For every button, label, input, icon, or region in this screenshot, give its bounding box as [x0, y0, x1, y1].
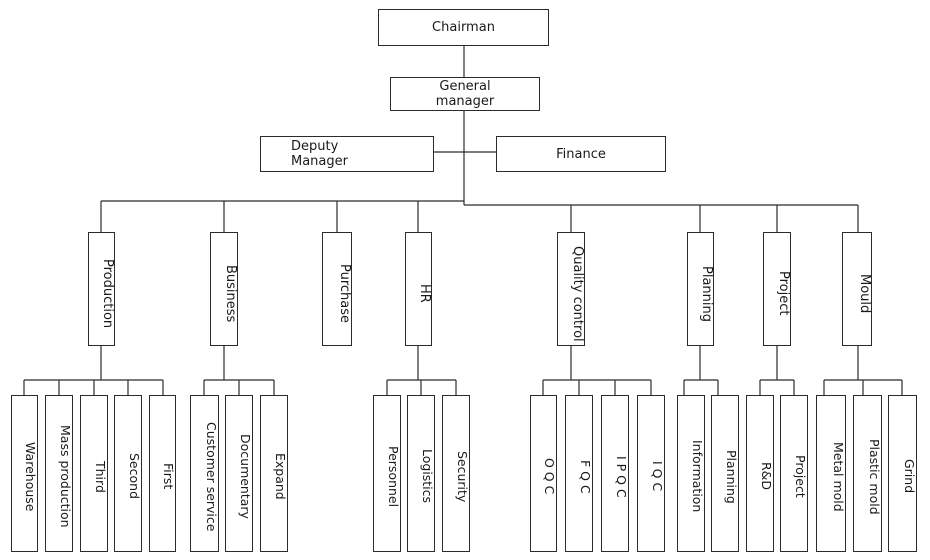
unit-security-label: Security: [455, 450, 470, 503]
unit-grind-label: Grind: [902, 459, 917, 494]
unit-planning-label: Planning: [724, 449, 739, 504]
unit-documentary-label: Documentary: [238, 434, 253, 519]
dept-purchase-label: Purchase: [337, 263, 352, 324]
unit-ipqc: I P Q C: [601, 395, 629, 552]
dept-quality-control-label: Quality control: [570, 245, 585, 342]
unit-ipqc-label: I P Q C: [614, 455, 629, 498]
unit-project: Project: [780, 395, 808, 552]
dept-production-label: Production: [100, 258, 115, 329]
unit-third-label: Third: [93, 460, 108, 493]
chairman-label: Chairman: [432, 20, 495, 35]
unit-documentary: Documentary: [225, 395, 253, 552]
dept-hr: HR: [405, 232, 432, 346]
dept-project-label: Project: [776, 271, 791, 316]
unit-mass-production: Mass production: [45, 395, 73, 552]
unit-logistics: Logistics: [407, 395, 435, 552]
dept-mould-label: Mould: [857, 273, 872, 314]
unit-personnel: Personnel: [373, 395, 401, 552]
dept-production: Production: [88, 232, 115, 346]
dept-business: Business: [210, 232, 238, 346]
unit-project-label: Project: [793, 455, 808, 498]
dept-project: Project: [763, 232, 791, 346]
unit-warehouse-label: Warehouse: [23, 441, 38, 512]
unit-security: Security: [442, 395, 470, 552]
unit-customer-service: Customer service: [190, 395, 219, 552]
unit-expand: Expand: [260, 395, 288, 552]
unit-first: First: [149, 395, 176, 552]
unit-metal-mold: Metal mold: [816, 395, 846, 552]
unit-second-label: Second: [127, 453, 142, 500]
dept-purchase: Purchase: [322, 232, 352, 346]
unit-plastic-mold: Plastic mold: [853, 395, 882, 552]
unit-metal-mold-label: Metal mold: [831, 441, 846, 512]
unit-rd-label: R&D: [759, 462, 774, 491]
finance-label: Finance: [556, 146, 606, 162]
unit-warehouse: Warehouse: [11, 395, 38, 552]
unit-planning: Planning: [711, 395, 739, 552]
unit-iqc-label: I Q C: [650, 461, 665, 492]
unit-expand-label: Expand: [273, 453, 288, 500]
general-manager-box: General manager: [390, 77, 540, 111]
unit-grind: Grind: [888, 395, 917, 552]
unit-second: Second: [114, 395, 142, 552]
dept-business-label: Business: [223, 264, 238, 323]
unit-oqc: O Q C: [530, 395, 557, 552]
deputy-manager-label: Deputy Manager: [291, 139, 348, 169]
unit-fqc-label: F Q C: [578, 459, 593, 494]
unit-information-label: Information: [690, 440, 705, 513]
dept-planning: Planning: [687, 232, 714, 346]
dept-mould: Mould: [842, 232, 872, 346]
chairman-box: Chairman: [378, 9, 549, 46]
unit-fqc: F Q C: [565, 395, 593, 552]
unit-customer-service-label: Customer service: [204, 421, 219, 532]
general-manager-label: General manager: [435, 79, 495, 109]
unit-iqc: I Q C: [637, 395, 665, 552]
deputy-manager-box: Deputy Manager: [260, 136, 434, 172]
unit-information: Information: [677, 395, 705, 552]
unit-rd: R&D: [746, 395, 774, 552]
unit-mass-production-label: Mass production: [58, 425, 73, 528]
dept-planning-label: Planning: [699, 265, 714, 322]
unit-personnel-label: Personnel: [386, 445, 401, 508]
unit-plastic-mold-label: Plastic mold: [867, 438, 882, 515]
unit-first-label: First: [161, 463, 176, 490]
finance-box: Finance: [496, 136, 666, 172]
unit-third: Third: [80, 395, 108, 552]
dept-quality-control: Quality control: [557, 232, 585, 346]
unit-logistics-label: Logistics: [420, 449, 435, 504]
unit-oqc-label: O Q C: [542, 458, 557, 495]
dept-hr-label: HR: [417, 284, 432, 303]
